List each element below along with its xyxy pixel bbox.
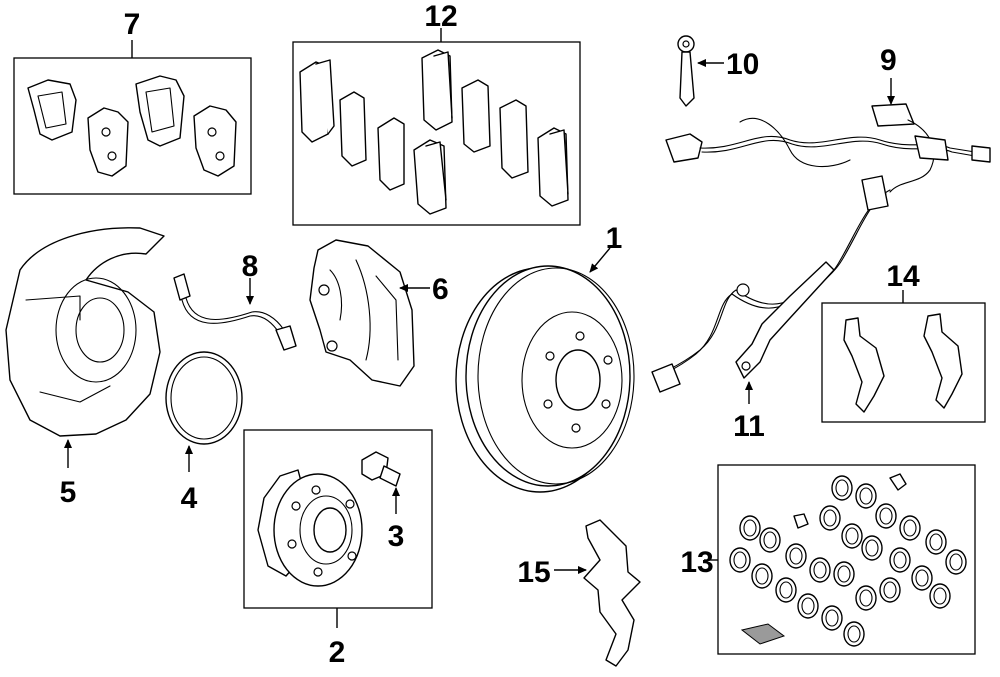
callout-2: 2 bbox=[329, 636, 346, 669]
part-7-brake-pads-box: 7 bbox=[13, 8, 252, 195]
callout-1: 1 bbox=[606, 222, 623, 255]
callout-4: 4 bbox=[181, 482, 198, 515]
callout-11: 11 bbox=[733, 410, 765, 443]
callout-14: 14 bbox=[886, 260, 920, 293]
part-9-sensor-harness: 9 bbox=[651, 44, 991, 393]
part-5-dust-shield: 5 bbox=[5, 227, 165, 509]
brake-pad-outer-left bbox=[27, 79, 77, 141]
part-1-brake-rotor: 1 bbox=[455, 222, 635, 493]
part-10-clip: 10 bbox=[677, 35, 759, 107]
part-14-spring-box: 14 bbox=[821, 260, 986, 423]
callout-6: 6 bbox=[432, 273, 449, 306]
callout-3: 3 bbox=[388, 520, 405, 553]
shim-set-center bbox=[413, 49, 453, 215]
callout-10: 10 bbox=[726, 48, 759, 81]
part-12-shim-kit-box: 12 bbox=[292, 0, 581, 226]
callout-8: 8 bbox=[242, 250, 259, 283]
callout-15: 15 bbox=[517, 556, 550, 589]
shim-set-top-left bbox=[299, 59, 405, 191]
shim-set-right bbox=[461, 79, 569, 207]
callout-13: 13 bbox=[680, 546, 713, 579]
spring-clip-left bbox=[843, 317, 885, 413]
part-6-caliper: 6 bbox=[309, 239, 449, 387]
part-11-bracket: 11 bbox=[733, 261, 835, 443]
part-13-seal-kit-box: 13 bbox=[680, 464, 976, 655]
brake-pad-outer-right bbox=[135, 75, 185, 147]
callout-9: 9 bbox=[880, 44, 897, 77]
callout-7: 7 bbox=[124, 8, 141, 41]
brake-pad-inner-right bbox=[193, 105, 237, 177]
part-15-spring: 15 bbox=[517, 519, 641, 667]
hub-bolt bbox=[361, 451, 401, 487]
wheel-hub bbox=[257, 469, 363, 587]
part-2-hub-box: 2 3 bbox=[243, 429, 433, 669]
callout-5: 5 bbox=[60, 476, 77, 509]
part-4-seal-ring: 4 bbox=[165, 351, 243, 515]
spring-clip-right bbox=[923, 313, 963, 409]
part-8-brake-hose: 8 bbox=[173, 250, 297, 351]
callout-12: 12 bbox=[424, 0, 457, 33]
seal-rings bbox=[729, 475, 967, 647]
seal-kit-small-parts bbox=[740, 473, 907, 645]
brake-pad-inner-left bbox=[87, 107, 129, 177]
